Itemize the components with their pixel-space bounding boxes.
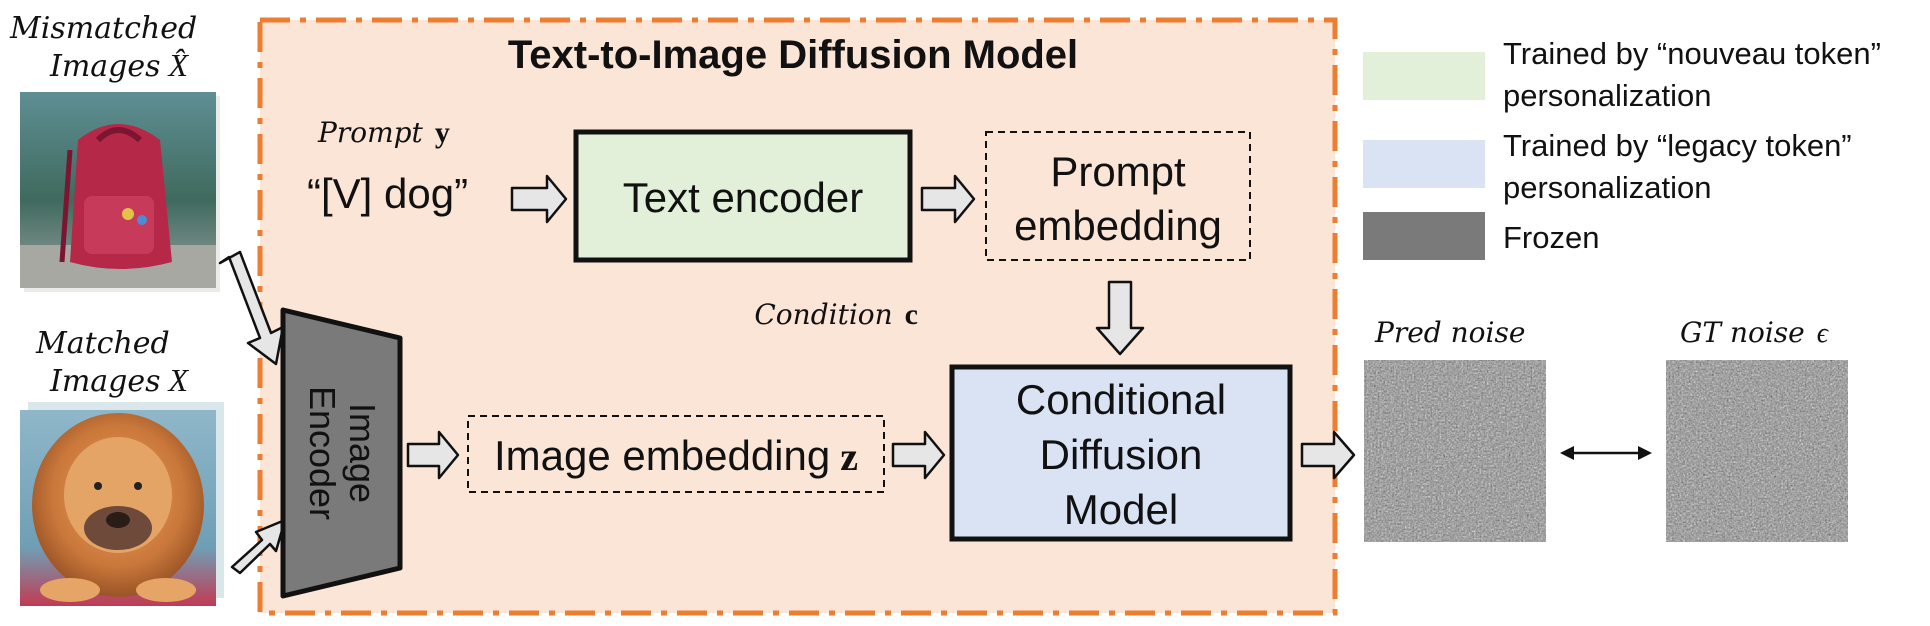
conditional-diffusion-block xyxy=(949,364,1293,542)
dog-photo xyxy=(20,402,224,606)
gt-noise-image xyxy=(1666,360,1848,542)
legend: Trained by “nouveau token” personalizati… xyxy=(1363,36,1881,260)
legend-nouveau-line2: personalization xyxy=(1503,78,1712,113)
diffusion-to-noise-arrow xyxy=(1300,430,1356,480)
conditional-diffusion-line2: Diffusion xyxy=(1040,431,1203,478)
conditional-diffusion-line1: Conditional xyxy=(1016,376,1226,423)
image-encoder-label-line1: Image xyxy=(342,403,383,503)
prompt-embedding-box xyxy=(985,131,1251,261)
legend-nouveau-line1: Trained by “nouveau token” xyxy=(1503,36,1881,71)
matched-label-line1: Matched xyxy=(35,326,170,361)
prompt-to-encoder-arrow xyxy=(510,174,568,224)
legend-swatch-frozen xyxy=(1363,212,1485,260)
mismatched-label-line1: Mismatched xyxy=(9,11,197,46)
image-encoder-text: Image Encoder xyxy=(302,386,383,520)
prompt-text: “[V] dog” xyxy=(307,170,468,217)
text-encoder-block xyxy=(573,129,913,263)
image-embedding-box xyxy=(467,415,885,493)
legend-legacy-line1: Trained by “legacy token” xyxy=(1503,128,1852,163)
prompt-embedding-line1: Prompt xyxy=(1050,148,1186,195)
embedding-to-diffusion-arrow xyxy=(891,430,946,480)
image-encoder-label-line2: Encoder xyxy=(302,386,343,520)
legend-swatch-legacy xyxy=(1363,140,1485,188)
encoder-to-embedding-arrow xyxy=(920,174,976,224)
panel-title: Text-to-Image Diffusion Model xyxy=(508,33,1078,77)
text-encoder-label: Text encoder xyxy=(623,174,863,221)
encoder-to-image-embedding-arrow xyxy=(406,430,460,480)
backpack-photo xyxy=(20,92,220,292)
legend-legacy-line2: personalization xyxy=(1503,170,1712,205)
legend-swatch-nouveau xyxy=(1363,52,1485,100)
pred-noise-label: Pred noise xyxy=(1374,316,1525,349)
conditional-diffusion-line3: Model xyxy=(1064,486,1178,533)
pred-noise-image xyxy=(1364,360,1546,542)
comparison-arrow-right-head xyxy=(1638,446,1652,460)
comparison-arrow-left-head xyxy=(1560,446,1574,460)
prompt-embedding-line2: embedding xyxy=(1014,202,1222,249)
legend-frozen-label: Frozen xyxy=(1503,220,1599,255)
condition-down-arrow xyxy=(1095,280,1145,356)
image-encoder-block xyxy=(280,307,403,599)
backpack-to-encoder-arrow xyxy=(218,250,285,366)
